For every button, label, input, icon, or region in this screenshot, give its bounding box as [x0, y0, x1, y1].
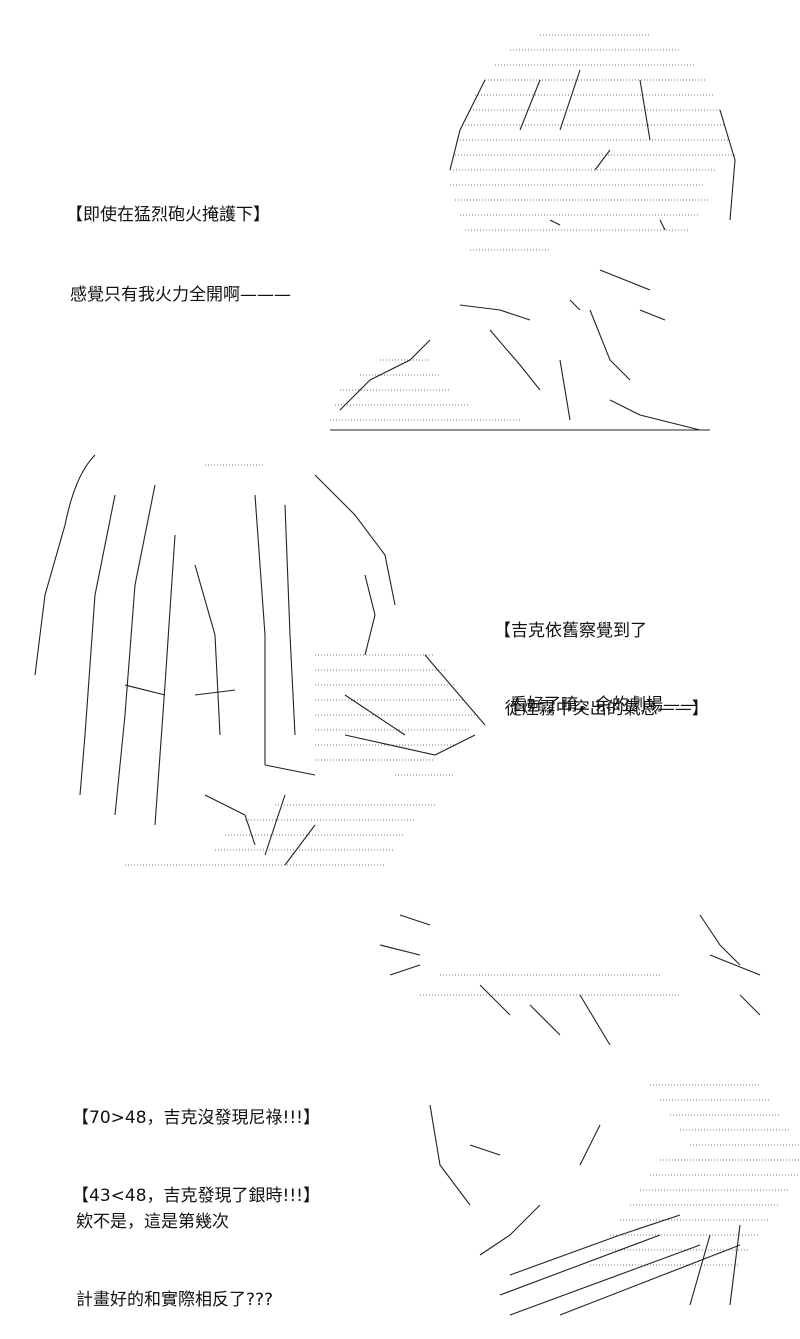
- panel3-ascii-art-character: [360, 905, 800, 1325]
- panel3-dialogue: 欸不是，這是第幾次 計畫好的和實際相反了???: [76, 1157, 273, 1339]
- panel2-caption: 【吉克依舊察覺到了 從煙霧中突出的氣息——】: [494, 566, 709, 748]
- panel1-line1: 【即使在猛烈砲火掩護下】: [66, 205, 270, 225]
- panel3-line1: 【70>48，吉克沒發現尼祿!!!】: [72, 1108, 320, 1128]
- panel1-dialogue: 感覺只有我火力全開啊———: [70, 230, 291, 334]
- panel2-dialogue: 看好了唷，余的劇場——: [510, 640, 697, 744]
- panel3-caption: 【70>48，吉克沒發現尼祿!!!】 【43<48，吉克發現了銀時!!!】: [72, 1053, 320, 1235]
- panel1-line2: 感覺只有我火力全開啊———: [70, 285, 291, 305]
- panel2-line1: 【吉克依舊察覺到了: [494, 621, 647, 641]
- panel1-caption: 【即使在猛烈砲火掩護下】: [66, 150, 270, 254]
- panel1-ascii-art-man: [310, 20, 750, 440]
- panel3-line3: 欸不是，這是第幾次: [76, 1212, 229, 1232]
- panel2-ascii-art-girl: [15, 435, 495, 875]
- panel3-line4: 計畫好的和實際相反了???: [76, 1290, 274, 1310]
- panel3-line2: 【43<48，吉克發現了銀時!!!】: [72, 1186, 320, 1206]
- panel2-line2: 從煙霧中突出的氣息——】: [494, 699, 709, 719]
- panel2-line3: 看好了唷，余的劇場——: [510, 695, 697, 715]
